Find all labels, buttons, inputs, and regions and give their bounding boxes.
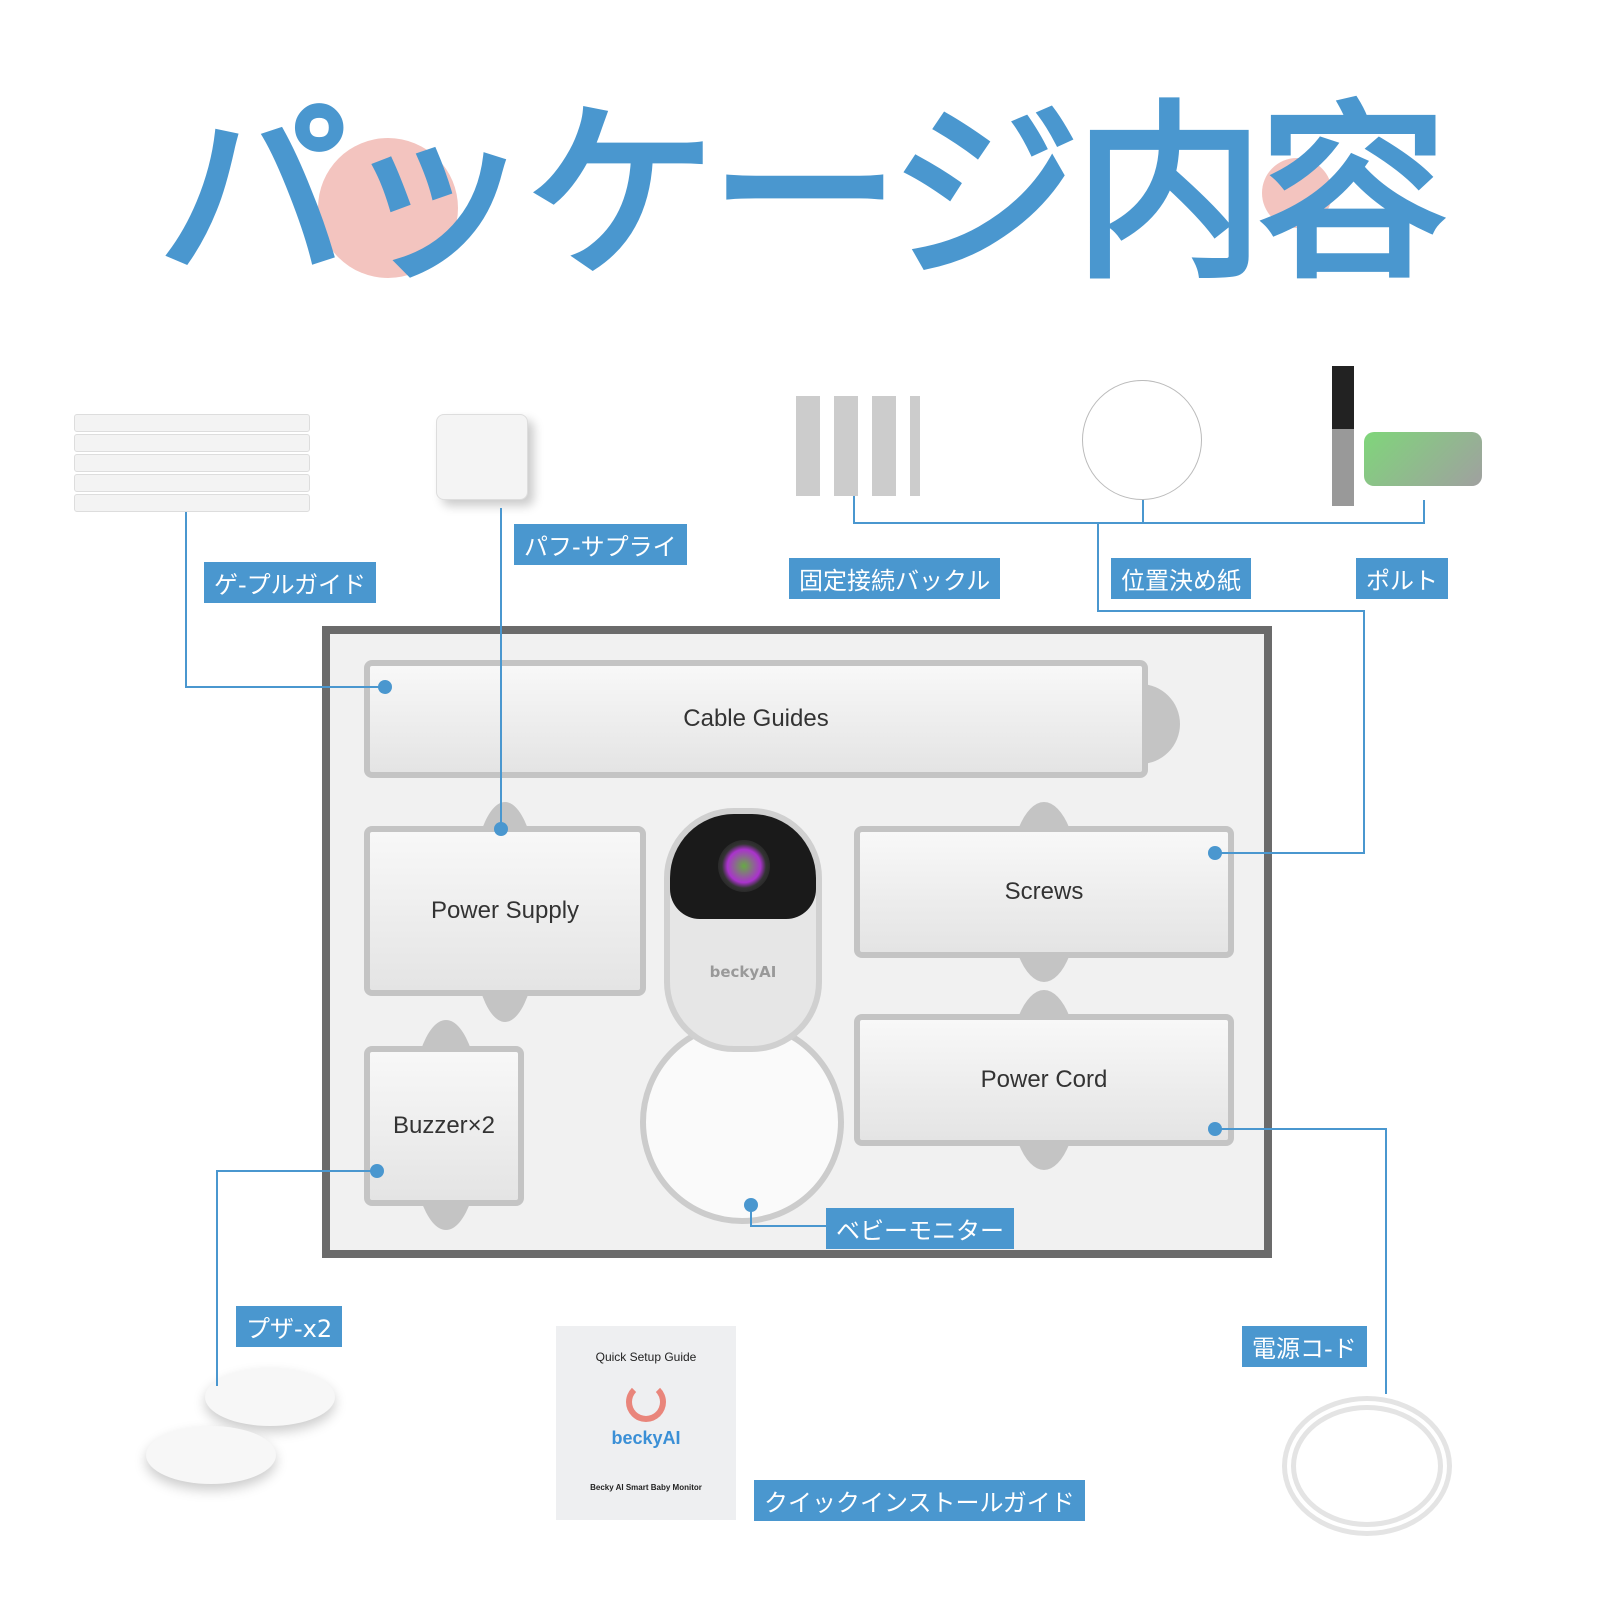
booklet-title: Quick Setup Guide: [595, 1350, 697, 1364]
positioning-paper-image: [1082, 380, 1202, 500]
booklet-brand: beckyAI: [611, 1428, 681, 1448]
label-power-cord: 電源コ-ド: [1242, 1326, 1367, 1367]
label-positioning-paper: 位置決め紙: [1111, 558, 1251, 599]
beckyai-logo-icon: [626, 1382, 666, 1422]
camera-brand: beckyAI: [709, 963, 777, 981]
screwdriver-image: [1332, 366, 1354, 506]
decor-circle: [1262, 158, 1332, 228]
label-buckle: 固定接続バックル: [789, 558, 1001, 599]
booklet-subtitle: Becky AI Smart Baby Monitor: [590, 1483, 702, 1492]
buzzer-image: [205, 1368, 335, 1426]
label-quick-guide: クイックインストールガイド: [754, 1480, 1085, 1521]
camera-lens-icon: [718, 840, 770, 892]
label-buzzer: プザ-x2: [236, 1306, 343, 1347]
slot-power-supply: Power Supply: [364, 826, 646, 996]
slot-power-cord: Power Cord: [854, 1014, 1234, 1146]
anchors-image: [1364, 432, 1482, 486]
label-cable-guide: ゲ-プルガイド: [204, 562, 376, 603]
power-cord-image: [1282, 1396, 1452, 1536]
slot-buzzer: Buzzer×2: [364, 1046, 524, 1206]
slot-cable-guides: Cable Guides: [364, 660, 1148, 778]
power-adapter-image: [436, 414, 528, 500]
baby-monitor-camera: beckyAI: [664, 808, 822, 1052]
label-bolt: ポルト: [1356, 558, 1448, 599]
buzzer-image: [146, 1426, 276, 1484]
quick-setup-guide-booklet: Quick Setup Guide beckyAI Becky AI Smart…: [556, 1326, 736, 1520]
decor-circle: [318, 138, 458, 278]
page-title: パッケージ内容: [157, 84, 1448, 305]
label-baby-monitor: ベビーモニター: [826, 1208, 1014, 1249]
slot-screws: Screws: [854, 826, 1234, 958]
cable-guide-image: [74, 414, 310, 512]
label-power-supply: パフ-サプライ: [514, 524, 687, 565]
buckle-image: [796, 396, 920, 496]
